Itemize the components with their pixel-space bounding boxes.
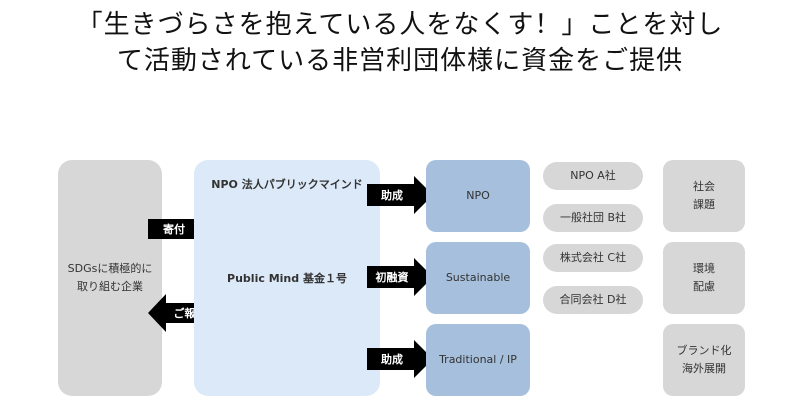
target-box-traditional-ip: Traditional / IP — [426, 324, 530, 396]
fund-name: Public Mind 基金１号 — [227, 272, 347, 285]
target-box-sustainable: Sustainable — [426, 242, 530, 314]
loan-arrow-label: 初融資 — [375, 271, 409, 284]
headline-line-1: 「生きづらさを抱えている人をなくす！」ことを対し — [76, 10, 724, 40]
theme-box-branding: ブランド化 海外展開 — [663, 324, 745, 396]
theme-label-line-2: 海外展開 — [682, 362, 726, 375]
right-arrow-icon — [367, 176, 433, 214]
recipient-pill: 株式会社 C社 — [543, 244, 643, 272]
grant-arrow-label: 助成 — [381, 189, 403, 202]
grant-arrow-label: 助成 — [381, 353, 403, 366]
donate-arrow-label: 寄付 — [163, 223, 185, 236]
right-arrow-icon — [367, 340, 433, 378]
theme-label-line-2: 配慮 — [693, 280, 715, 293]
theme-label-line-1: ブランド化 — [676, 344, 732, 357]
recipient-pill: NPO A社 — [543, 162, 643, 190]
donor-label-line-2: 取り組む企業 — [77, 280, 143, 293]
theme-label-line-2: 課題 — [693, 198, 715, 211]
theme-label-line-1: 環境 — [693, 262, 715, 275]
donor-company-box: SDGsに積極的に 取り組む企業 — [58, 160, 162, 396]
grant-arrow-npo: 助成 — [367, 176, 433, 214]
right-arrow-icon — [367, 258, 433, 296]
headline-line-2: て活動されている非営利団体様に資金をご提供 — [116, 46, 684, 76]
theme-box-social-issues: 社会 課題 — [663, 160, 745, 232]
fund-org-label: NPO 法人パブリックマインド — [211, 178, 363, 191]
grant-arrow-traditional: 助成 — [367, 340, 433, 378]
recipient-pill: 一般社団 B社 — [543, 204, 643, 232]
target-box-npo: NPO — [426, 160, 530, 232]
theme-label-line-1: 社会 — [693, 180, 715, 193]
loan-arrow-sustainable: 初融資 — [367, 258, 433, 296]
fund-box — [194, 160, 380, 396]
recipient-pill: 合同会社 D社 — [543, 286, 643, 314]
theme-box-environment: 環境 配慮 — [663, 242, 745, 314]
donor-label-line-1: SDGsに積極的に — [67, 262, 153, 275]
